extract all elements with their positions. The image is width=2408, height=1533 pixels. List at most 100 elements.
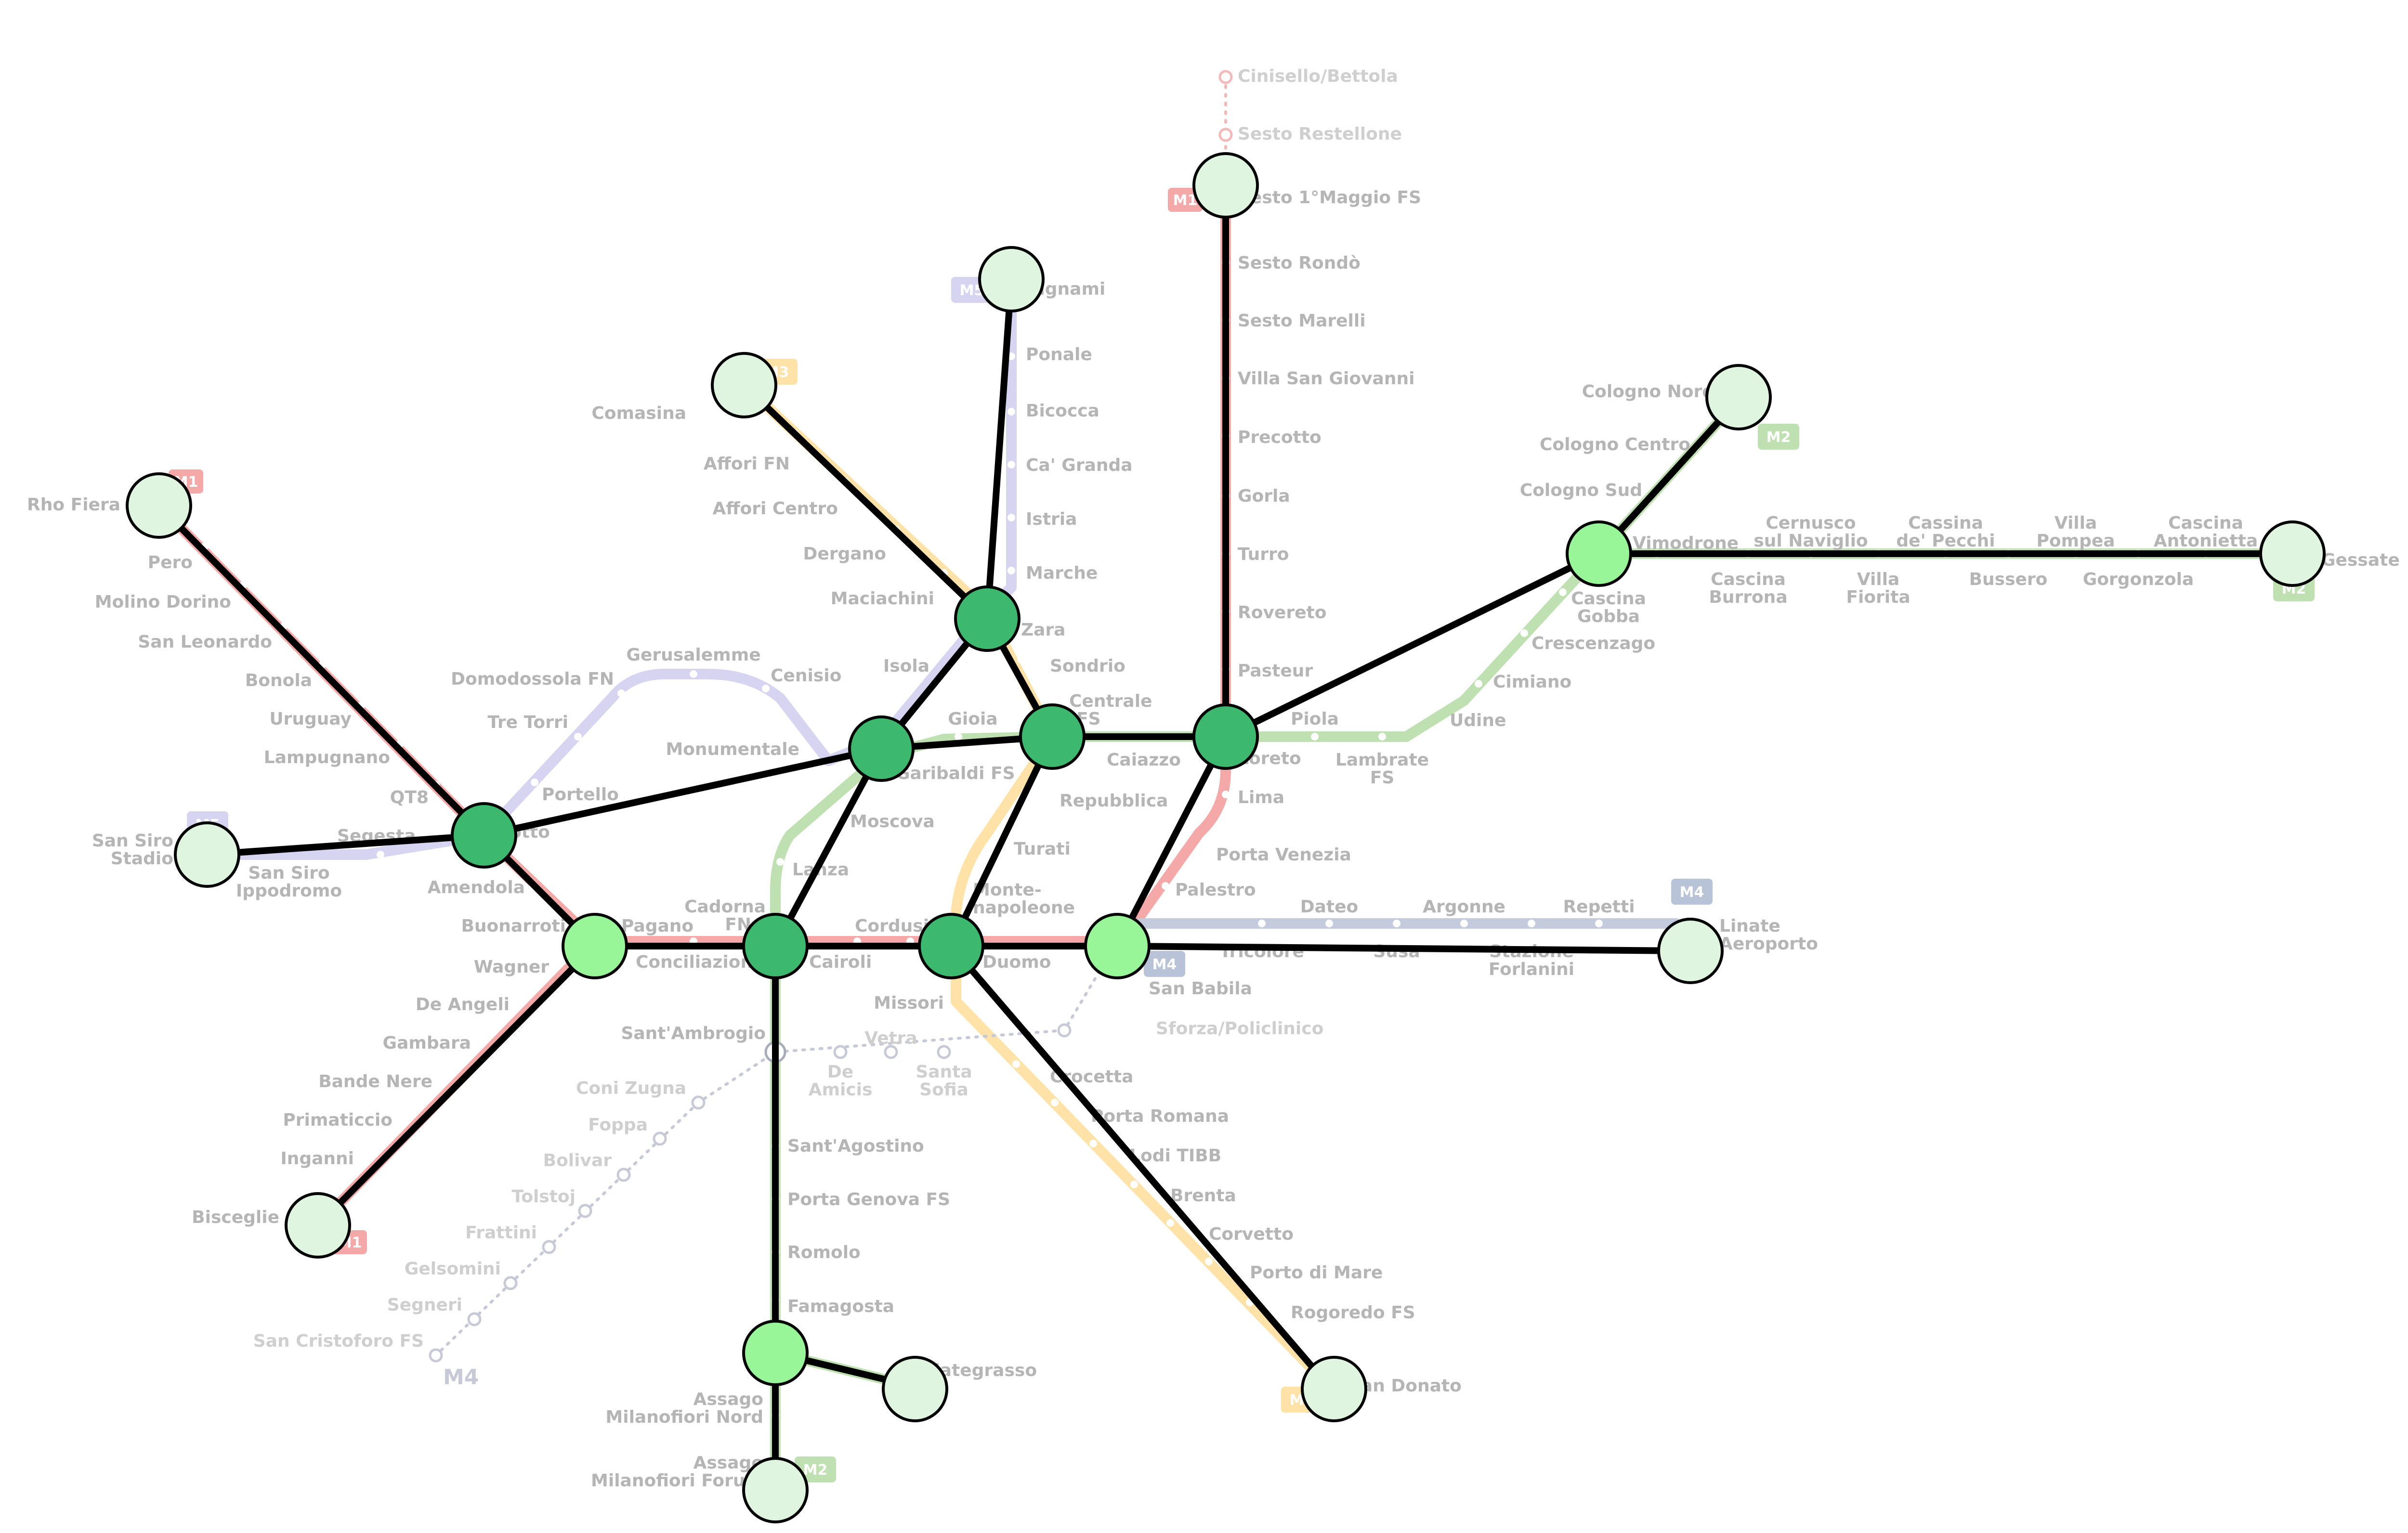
node-garibaldi[interactable]	[848, 715, 915, 782]
svg-text:M1: M1	[1173, 192, 1198, 209]
station-label: Coni Zugna	[576, 1078, 686, 1098]
node-sesto-1-maggio[interactable]	[1192, 152, 1259, 219]
svg-text:M4: M4	[1152, 956, 1177, 973]
node-lotto[interactable]	[451, 802, 517, 869]
station-label: Villa	[2055, 513, 2097, 533]
station-dot	[1528, 920, 1535, 927]
station-label: Dateo	[1300, 897, 1359, 917]
station-dot	[776, 858, 784, 866]
station-label: Aeroporto	[1719, 934, 1818, 954]
station-label: Bicocca	[1026, 401, 1099, 421]
node-abbiategrasso[interactable]	[882, 1356, 948, 1422]
planned-stop	[467, 1312, 482, 1326]
station-dot	[471, 1026, 478, 1034]
station-dot	[762, 685, 770, 692]
node-assago-forum[interactable]	[742, 1457, 809, 1523]
planned-stop	[1057, 1023, 1072, 1038]
station-label: Bussero	[1969, 570, 2048, 589]
node-san-donato[interactable]	[1301, 1356, 1367, 1422]
station-label: Villa San Giovanni	[1238, 369, 1414, 389]
station-dot	[1166, 1219, 1174, 1227]
station-label: Porta Romana	[1091, 1106, 1229, 1126]
station-dot	[1222, 791, 1230, 798]
station-label: napoleone	[973, 898, 1075, 918]
label-m4-planned: M4	[443, 1365, 479, 1390]
node-linate[interactable]	[1657, 918, 1724, 984]
edge-sanbabila-linate	[1114, 943, 1694, 954]
svg-text:M4: M4	[1680, 884, 1704, 901]
station-label: Lima	[1238, 788, 1284, 807]
edge-loreto-sanbabila	[1114, 733, 1229, 949]
station-label: Uruguay	[269, 709, 352, 729]
station-dot	[1051, 1099, 1059, 1106]
station-label: FS	[1370, 768, 1395, 788]
station-label: Gioia	[948, 709, 997, 729]
edge-pagano-bisceglie	[314, 943, 598, 1229]
station-label: Primaticcio	[283, 1110, 393, 1130]
station-label: Bolivar	[543, 1151, 612, 1170]
planned-stop	[937, 1045, 951, 1059]
station-label: Vetra	[864, 1028, 917, 1048]
node-san-babila[interactable]	[1084, 913, 1151, 979]
station-label: Lodi TIBB	[1129, 1146, 1221, 1166]
station-label: Maciachini	[831, 589, 934, 609]
station-label: Centrale	[1069, 691, 1152, 711]
node-bisceglie[interactable]	[285, 1192, 351, 1259]
station-label: Sant'Ambrogio	[621, 1024, 766, 1043]
node-pagano[interactable]	[562, 913, 628, 979]
edge-bignami-zara	[984, 276, 1015, 622]
station-label: Rogoredo FS	[1291, 1303, 1415, 1323]
node-loreto[interactable]	[1192, 703, 1259, 770]
station-label: Milanofiori Forum	[591, 1471, 763, 1491]
station-label: Antonietta	[2154, 531, 2258, 551]
station-label: Cinisello/Bettola	[1238, 66, 1398, 86]
node-zara[interactable]	[954, 585, 1021, 652]
station-dot	[1520, 629, 1528, 637]
station-label: Porta Venezia	[1216, 845, 1351, 865]
station-label: Bonola	[245, 671, 312, 690]
station-label: San Babila	[1149, 979, 1252, 999]
station-label: Cologno Centro	[1540, 435, 1690, 455]
station-label: Molino Dorino	[95, 592, 231, 612]
station-dot	[1008, 567, 1015, 574]
station-label: Cologno Nord	[1582, 382, 1714, 402]
station-label: Pagano	[621, 916, 694, 936]
node-san-siro-stadio[interactable]	[174, 821, 240, 888]
node-centrale[interactable]	[1019, 703, 1086, 770]
badge-m4-linate: M4	[1671, 879, 1713, 905]
station-label: Fiorita	[1846, 587, 1910, 607]
station-label: Duomo	[982, 952, 1051, 972]
node-cadorna[interactable]	[742, 913, 809, 979]
node-cologno-nord[interactable]	[1705, 364, 1772, 430]
station-dot	[1089, 1140, 1097, 1147]
line-m5-stadio	[202, 830, 489, 860]
node-comasina[interactable]	[711, 352, 777, 418]
planned-stop	[833, 1045, 848, 1059]
station-dot	[1205, 1258, 1213, 1265]
planned-stop	[429, 1348, 443, 1363]
station-dot	[504, 988, 512, 996]
edge-lotto-garibaldi	[481, 745, 885, 839]
station-dot	[1008, 514, 1015, 521]
station-dot	[1008, 408, 1015, 416]
station-label: Istria	[1026, 509, 1077, 529]
station-dot	[1460, 920, 1468, 927]
node-rho-fiera[interactable]	[126, 472, 192, 539]
edge-loreto-gobba	[1222, 550, 1602, 740]
node-cascina-gobba[interactable]	[1566, 520, 1632, 587]
station-label: Sesto Rondò	[1238, 253, 1361, 273]
station-label: Lambrate	[1335, 750, 1429, 770]
station-label: de' Pecchi	[1896, 531, 1995, 551]
edge-gobba-cologno	[1596, 396, 1742, 557]
station-label: Sant'Agostino	[787, 1136, 924, 1156]
station-label: Porto di Mare	[1250, 1263, 1383, 1283]
node-duomo[interactable]	[918, 913, 984, 979]
station-label: Tre Torri	[487, 713, 568, 732]
node-gessate[interactable]	[2259, 520, 2326, 587]
station-dot	[988, 844, 996, 851]
node-famagosta[interactable]	[742, 1320, 809, 1386]
edge-stadio-lotto	[204, 832, 487, 858]
planned-stop	[1218, 70, 1233, 84]
station-label: De Angeli	[416, 995, 510, 1014]
node-bignami[interactable]	[978, 246, 1045, 312]
